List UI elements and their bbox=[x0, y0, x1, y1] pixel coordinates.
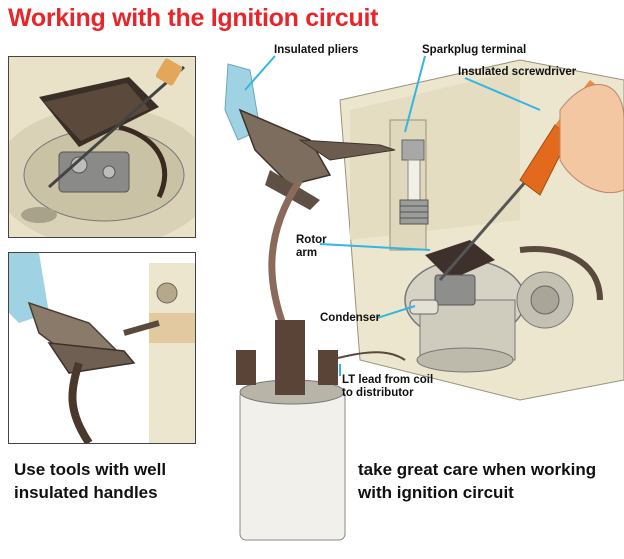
caption-insulated-handles: Use tools with well insulated handles bbox=[14, 460, 167, 502]
label-sparkplug-terminal: Sparkplug terminal bbox=[422, 44, 527, 56]
label-condenser: Condenser bbox=[320, 312, 381, 324]
inset-panel-distributor bbox=[8, 56, 196, 238]
engine-block bbox=[339, 59, 624, 401]
distributor-body bbox=[404, 259, 526, 341]
vacuum-advance bbox=[516, 271, 574, 329]
pliers-closeup-illustration bbox=[9, 253, 195, 443]
insulated-pliers bbox=[238, 108, 332, 186]
leader-lines bbox=[244, 55, 541, 376]
caption-take-care: take great care when working with igniti… bbox=[358, 460, 597, 502]
coil-tower bbox=[275, 320, 305, 395]
sparkplug-terminal bbox=[401, 139, 425, 161]
label-lt-lead: LT lead from coil to distributor bbox=[342, 374, 434, 399]
condenser bbox=[409, 299, 439, 315]
inset-panel-pliers bbox=[8, 252, 196, 444]
insulated-pliers-handle bbox=[224, 63, 261, 141]
lt-lead bbox=[337, 351, 406, 361]
label-insulated-pliers: Insulated pliers bbox=[274, 44, 359, 56]
page-title: Working with the Ignition circuit bbox=[8, 4, 379, 32]
label-insulated-screwdriver: Insulated screwdriver bbox=[458, 66, 577, 78]
distributor-closeup-illustration bbox=[9, 57, 195, 237]
screwdriver-handle bbox=[519, 124, 571, 196]
screwdriver-shaft bbox=[438, 164, 542, 281]
rotor-arm bbox=[425, 240, 495, 280]
hand bbox=[559, 84, 624, 194]
ignition-coil bbox=[239, 389, 346, 541]
label-rotor-arm: Rotor arm bbox=[296, 234, 327, 259]
sparkplug-body bbox=[399, 199, 429, 225]
